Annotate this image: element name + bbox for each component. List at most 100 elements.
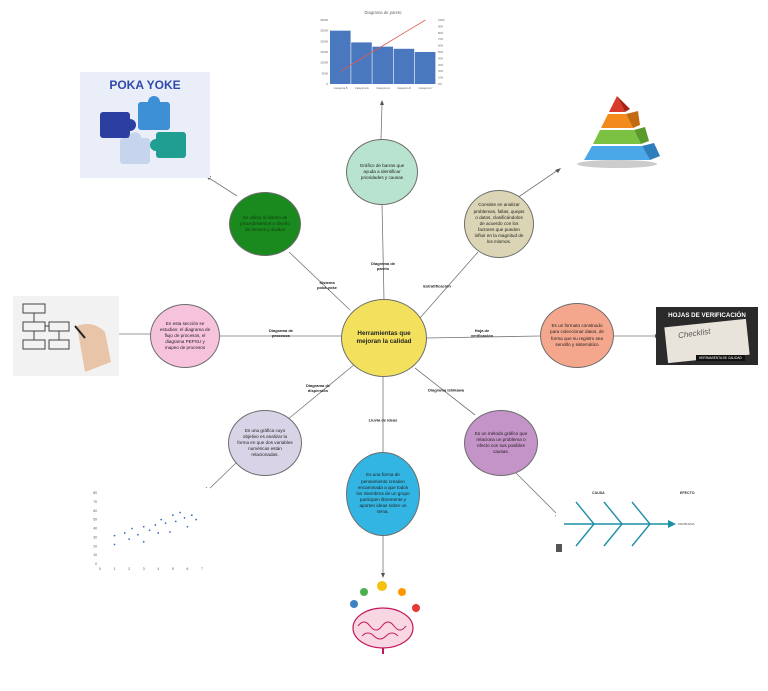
pareto-bar <box>351 42 372 84</box>
scatter-point <box>131 527 133 530</box>
scatter-point <box>148 529 151 532</box>
pareto-x-tick: Categoría C <box>418 86 432 90</box>
center-label: Herramientas que mejoran la calidad <box>356 329 412 346</box>
scatter-y-tick: 10 <box>93 553 97 557</box>
pareto-bar <box>372 46 393 84</box>
node-procesos-text: En esta sección se estudian: el diagrama… <box>159 320 211 351</box>
node-pareto-text: Gráfico de barras que ayuda a identifica… <box>359 162 405 181</box>
scatter-point <box>128 538 131 541</box>
checklist-title: HOJAS DE VERIFICACIÓN <box>668 312 746 319</box>
node-procesos[interactable]: En esta sección se estudian: el diagrama… <box>150 304 220 368</box>
fishbone-causa: CAUSA <box>592 491 605 495</box>
pyramid-image <box>568 92 666 170</box>
scatter-point <box>164 522 167 525</box>
pareto-x-tick: Categoría D <box>397 86 411 90</box>
node-pokayoke-text: Se utiliza al diseño de procedimientos o… <box>240 214 290 233</box>
pokayoke-image: POKA YOKE <box>80 72 210 178</box>
fishbone-image: CAUSA EFECTO PROBLEMA <box>556 488 702 554</box>
scatter-x-tick: 2 <box>128 567 130 571</box>
edge-label-ishikawa: Diagrama Ishikawa <box>427 387 465 393</box>
scatter-point <box>123 532 126 534</box>
scatter-point <box>113 543 116 546</box>
scatter-point <box>160 518 163 521</box>
puzzle-icon <box>100 96 186 164</box>
edge-label-estratificacion: Estratificación <box>423 283 451 289</box>
edge-label-pokayoke: Sistema poka-yoke <box>317 280 337 290</box>
node-estratificacion-text: Consiste en analizar problemas, fallas, … <box>473 202 525 245</box>
scatter-x-tick: 7 <box>201 567 203 571</box>
pareto-y2-tick: 50% <box>438 50 444 54</box>
pokayoke-title: POKA YOKE <box>109 78 181 92</box>
pareto-x-tick: Categoría E <box>355 86 369 90</box>
node-ishikawa-text: Es un método gráfico que relaciona un pr… <box>474 430 528 455</box>
pareto-y2-tick: 10% <box>438 76 444 80</box>
pareto-y-tick: 10000 <box>320 61 328 65</box>
fishbone-svg <box>556 501 676 552</box>
node-pareto[interactable]: Gráfico de barras que ayuda a identifica… <box>346 139 418 205</box>
pareto-chart-title: Diagrama de pareto <box>364 10 402 15</box>
pareto-y-tick: 5000 <box>322 71 329 75</box>
flowchart-icon <box>22 303 111 372</box>
scatter-y-tick: 60 <box>93 509 97 513</box>
pyramid-icon <box>577 96 660 168</box>
flowchart-image <box>13 296 119 376</box>
node-dispersion[interactable]: Es una gráfica cuyo objetivo es analizar… <box>228 410 302 476</box>
scatter-x-tick: 1 <box>114 567 116 571</box>
brain-image <box>336 576 430 656</box>
fishbone-problema: PROBLEMA <box>678 522 695 526</box>
node-lluvia-text: Es una forma de pensamiento creativo enc… <box>356 472 410 515</box>
pareto-y2-tick: 20% <box>438 69 444 73</box>
scatter-point <box>154 524 157 526</box>
pareto-y2-tick: 30% <box>438 63 444 67</box>
pareto-y-tick: 25000 <box>320 29 328 33</box>
pareto-bar <box>393 48 415 84</box>
node-dispersion-text: Es una gráfica cuyo objetivo es analizar… <box>237 427 293 458</box>
scatter-y-tick: 70 <box>93 500 97 504</box>
scatter-point <box>190 514 193 517</box>
scatter-point <box>179 511 182 514</box>
pareto-x-tick: Categoría B <box>334 86 348 90</box>
pareto-y2-tick: 0% <box>438 82 442 86</box>
scatter-y-tick: 20 <box>93 544 97 548</box>
scatter-point <box>136 533 139 536</box>
scatter-point <box>142 540 145 543</box>
pareto-y2-tick: 40% <box>438 56 444 60</box>
scatter-point <box>169 531 171 533</box>
scatter-y-tick: 40 <box>93 527 97 531</box>
node-verificacion-text: Es un formato construido para colecciona… <box>550 323 604 347</box>
pareto-y2-tick: 90% <box>438 24 444 28</box>
edge-label-dispersion: Diagrama de dispersión <box>305 383 331 393</box>
pareto-y2-tick: 100% <box>438 18 445 22</box>
center-node[interactable]: Herramientas que mejoran la calidad <box>341 299 427 377</box>
scatter-point <box>171 514 174 517</box>
scatter-point <box>195 518 198 521</box>
pareto-y-tick: 15000 <box>320 50 328 54</box>
node-pokayoke[interactable]: Se utiliza al diseño de procedimientos o… <box>229 192 301 256</box>
scatter-point <box>113 534 116 537</box>
node-verificacion[interactable]: Es un formato construido para colecciona… <box>540 303 614 368</box>
edge-label-pareto: Diagrama de pareto <box>370 261 396 271</box>
checklist-image: HOJAS DE VERIFICACIÓN Checklist HERRAMIE… <box>656 307 758 365</box>
pareto-y2-tick: 60% <box>438 44 444 48</box>
pareto-y2-tick: 80% <box>438 31 444 35</box>
node-estratificacion[interactable]: Consiste en analizar problemas, fallas, … <box>464 190 534 258</box>
scatter-point <box>183 516 186 519</box>
brain-icon <box>350 581 420 654</box>
scatter-y-tick: 80 <box>93 491 97 495</box>
node-lluvia[interactable]: Es una forma de pensamiento creativo enc… <box>346 452 420 536</box>
pareto-y-tick: 20000 <box>320 39 328 43</box>
pareto-y2-tick: 70% <box>438 37 444 41</box>
edge-label-lluvia: Lluvia de ideas <box>368 417 398 423</box>
pareto-x-tick: Categoría A <box>376 86 390 90</box>
scatter-point <box>157 532 160 534</box>
scatter-point <box>186 525 189 528</box>
scatter-y-tick: 30 <box>93 535 97 539</box>
edge-label-verificacion: Hoja de verificación <box>470 328 494 338</box>
scatter-point <box>142 525 145 528</box>
node-ishikawa[interactable]: Es un método gráfico que relaciona un pr… <box>464 410 538 476</box>
fishbone-efecto: EFECTO <box>680 491 695 495</box>
scatter-x-tick: 5 <box>172 567 174 571</box>
